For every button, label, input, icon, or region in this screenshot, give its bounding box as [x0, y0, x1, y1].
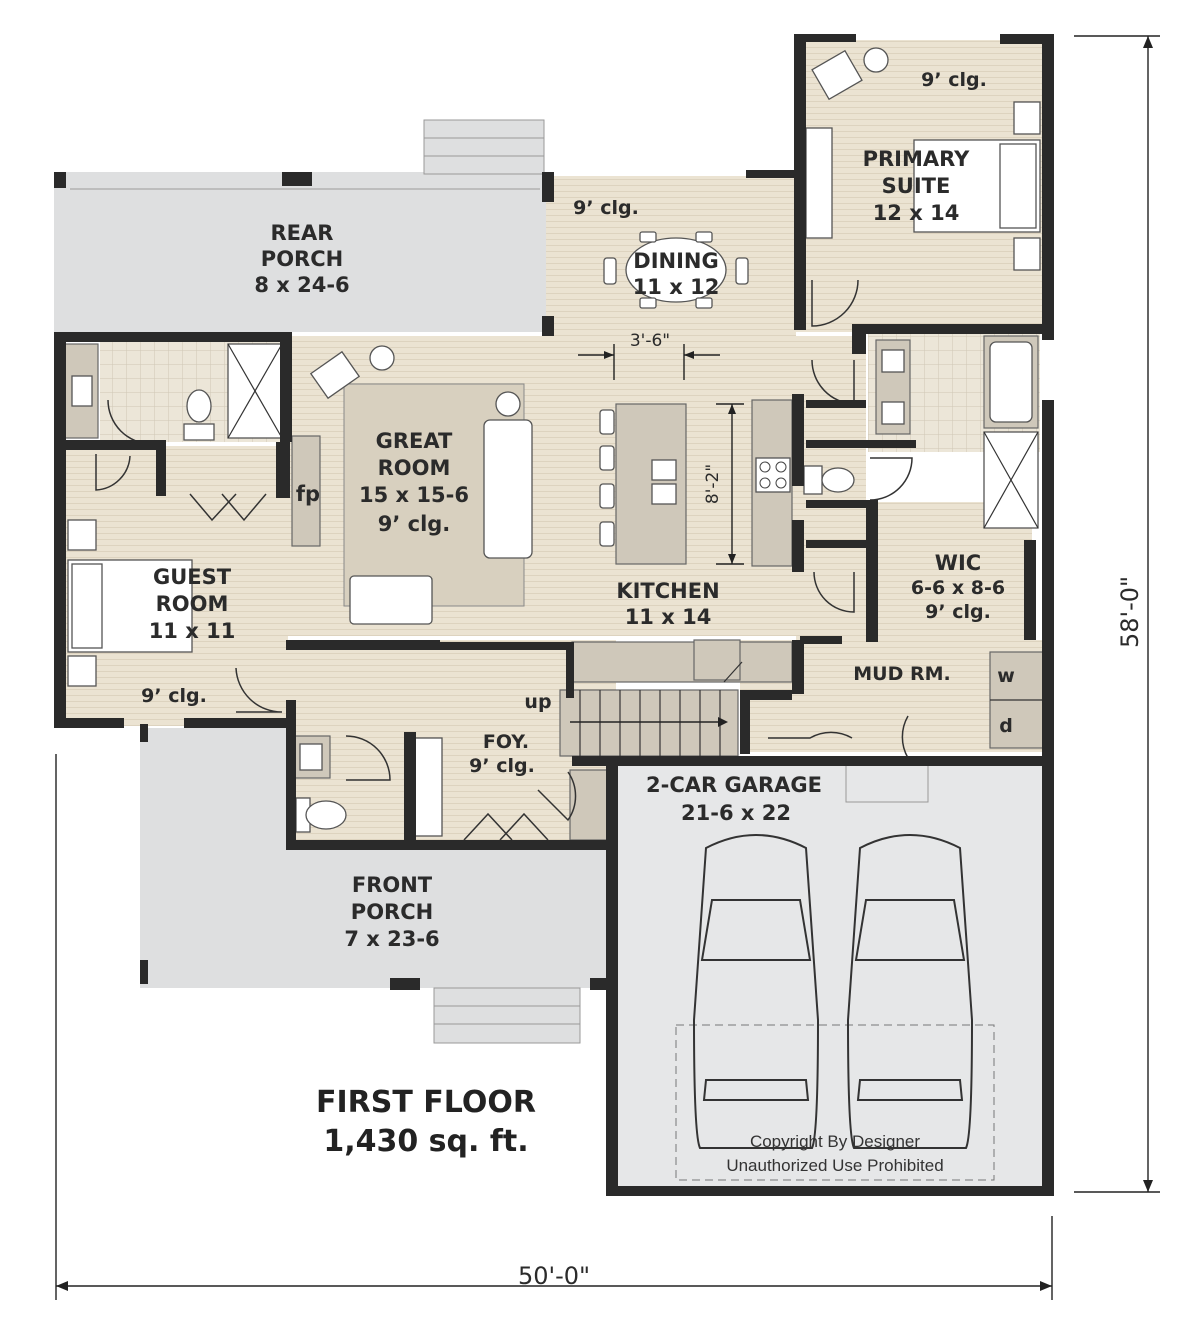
great-room-ceiling: 9’ clg.: [378, 512, 451, 536]
great-room-size: 15 x 15-6: [359, 483, 469, 507]
great-room-name-2: ROOM: [378, 456, 451, 480]
guest-bath-fixtures: [63, 343, 283, 441]
copyright-line-2: Unauthorized Use Prohibited: [726, 1156, 943, 1175]
mud-room-name: MUD RM.: [853, 663, 950, 685]
front-porch-name-1: FRONT: [352, 873, 433, 897]
powder-and-foyer-fixtures: [291, 661, 743, 841]
garage-label: 2-CAR GARAGE 21-6 x 22: [646, 773, 822, 825]
laundry: [989, 651, 1047, 749]
primary-suite-name-2: SUITE: [882, 174, 951, 198]
walls: [54, 34, 1054, 1196]
rear-porch-name-2: PORCH: [261, 247, 343, 271]
great-room-name-1: GREAT: [376, 429, 453, 453]
primary-suite-label: 9’ clg. PRIMARY SUITE 12 x 14: [863, 69, 987, 225]
front-porch-label: FRONT PORCH 7 x 23-6: [344, 873, 439, 951]
overall-depth-dimension: [1074, 35, 1160, 1193]
island-gap-dimension: [578, 344, 720, 380]
fireplace-label: fp: [296, 482, 320, 506]
foyer-name: FOY.: [483, 731, 529, 753]
wic-size: 6-6 x 8-6: [911, 577, 1005, 599]
wic-label: WIC 6-6 x 8-6 9’ clg.: [911, 551, 1005, 623]
garage-size: 21-6 x 22: [681, 801, 791, 825]
primary-suite-furniture: [805, 47, 1041, 271]
kitchen-size: 11 x 14: [625, 605, 712, 629]
rear-porch-area: [54, 119, 546, 332]
garage-cars: [692, 834, 974, 1149]
dryer-label: d: [999, 715, 1013, 737]
guest-room-name-2: ROOM: [156, 592, 229, 616]
dining-size: 11 x 12: [633, 275, 720, 299]
dining-table: [603, 231, 749, 309]
front-porch-name-2: PORCH: [351, 900, 433, 924]
mud-room-label: MUD RM. w d: [853, 663, 1015, 737]
island-gap-label: 3'-6": [630, 331, 670, 351]
rear-porch-label: REAR PORCH 8 x 24-6: [254, 221, 349, 297]
rear-porch-name-1: REAR: [271, 221, 334, 245]
kitchen-label: KITCHEN 11 x 14: [616, 579, 719, 629]
kitchen-fixtures: [571, 399, 793, 683]
plan-title: FIRST FLOOR: [316, 1085, 536, 1120]
stairs-up-label: up: [524, 691, 551, 713]
great-room-furniture: [291, 345, 533, 625]
kitchen-name: KITCHEN: [616, 579, 719, 603]
kitchen-span-dimension: [716, 403, 744, 565]
front-porch-size: 7 x 23-6: [344, 927, 439, 951]
primary-suite-name-1: PRIMARY: [863, 147, 971, 171]
guest-room-name-1: GUEST: [153, 565, 232, 589]
great-room-label: GREAT ROOM 15 x 15-6 9’ clg. fp: [296, 429, 469, 536]
overall-depth-label: 58'-0": [1116, 576, 1144, 648]
overall-width-label: 50'-0": [518, 1262, 590, 1290]
guest-room-furniture: [67, 519, 193, 687]
dining-name: DINING: [633, 249, 718, 273]
copyright-line-1: Copyright By Designer: [750, 1132, 920, 1151]
foyer-ceiling: 9’ clg.: [469, 755, 535, 777]
guest-room-ceiling: 9’ clg.: [141, 685, 207, 707]
primary-bath-fixtures: [803, 335, 1039, 529]
garage-name: 2-CAR GARAGE: [646, 773, 822, 797]
primary-suite-size: 12 x 14: [873, 201, 960, 225]
kitchen-span-label: 8'-2": [703, 464, 723, 504]
garage-area: [614, 762, 1054, 1190]
wic-name: WIC: [935, 551, 981, 575]
overall-width-dimension: [55, 754, 1053, 1300]
guest-room-size: 11 x 11: [149, 619, 236, 643]
washer-label: w: [997, 665, 1015, 687]
guest-room-label: GUEST ROOM 11 x 11 9’ clg.: [141, 565, 235, 707]
primary-suite-ceiling: 9’ clg.: [921, 69, 987, 91]
plan-area: 1,430 sq. ft.: [323, 1124, 528, 1159]
dining-ceiling: 9’ clg.: [573, 197, 639, 219]
foyer-label: up FOY. 9’ clg.: [469, 691, 551, 777]
dining-label: 9’ clg. DINING 11 x 12: [573, 197, 719, 299]
wic-ceiling: 9’ clg.: [925, 601, 991, 623]
rear-porch-size: 8 x 24-6: [254, 273, 349, 297]
